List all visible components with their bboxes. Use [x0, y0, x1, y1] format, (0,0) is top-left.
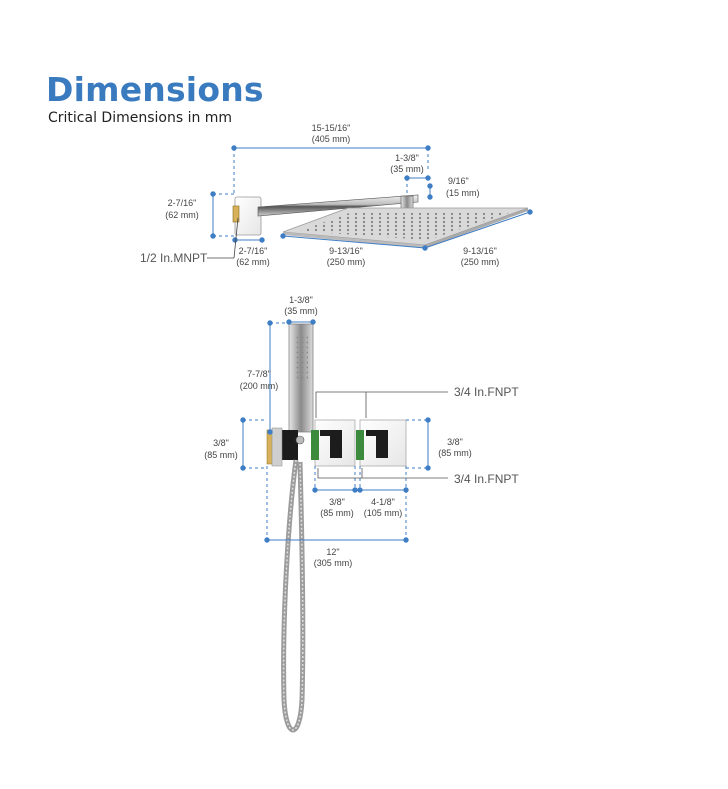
label-flange-height-imperial: 2-7/16" — [168, 198, 197, 208]
label-arm-drop-imperial: 1-3/8" — [395, 153, 419, 163]
label-valve-spacing-metric: (105 mm) — [364, 508, 403, 518]
handheld-shower-drawing — [266, 323, 314, 733]
label-handheld-height-imperial: 7-7/8" — [247, 369, 271, 379]
top-dimension-lines — [210, 145, 533, 251]
label-overall-305-imperial: 12" — [326, 547, 339, 557]
label-handheld-height-metric: (200 mm) — [240, 381, 279, 391]
label-fnpt-top: 3/4 In.FNPT — [454, 385, 519, 399]
label-right-height-metric: (85 mm) — [438, 448, 472, 458]
label-head-right-metric: (250 mm) — [461, 257, 500, 267]
label-left-height-imperial: 3/8" — [213, 438, 229, 448]
label-left-height-metric: (85 mm) — [204, 450, 238, 460]
label-valve-width-imperial: 3/8" — [329, 497, 345, 507]
page-subtitle: Critical Dimensions in mm — [48, 110, 233, 126]
label-mnpt: 1/2 In.MNPT — [140, 251, 208, 265]
label-valve-spacing-imperial: 4-1/8" — [371, 497, 395, 507]
label-fnpt-bottom: 3/4 In.FNPT — [454, 472, 519, 486]
label-handheld-width-metric: (35 mm) — [284, 306, 318, 316]
label-overall-width-metric: (405 mm) — [312, 134, 351, 144]
label-flange-width-metric: (62 mm) — [236, 257, 270, 267]
label-handheld-width-imperial: 1-3/8" — [289, 295, 313, 305]
label-flange-height-metric: (62 mm) — [165, 210, 199, 220]
fnpt-leaders — [315, 391, 448, 479]
label-head-left-imperial: 9-13/16" — [329, 246, 363, 256]
label-overall-305-metric: (305 mm) — [314, 558, 353, 568]
label-right-height-imperial: 3/8" — [447, 437, 463, 447]
bottom-dimension-lines — [240, 319, 431, 543]
label-valve-width-metric: (85 mm) — [320, 508, 354, 518]
label-head-left-metric: (250 mm) — [327, 257, 366, 267]
label-head-thickness-imperial: 9/16" — [448, 176, 469, 186]
label-overall-width-imperial: 15-15/16" — [312, 123, 351, 133]
label-head-thickness-metric: (15 mm) — [446, 188, 480, 198]
label-head-right-imperial: 9-13/16" — [463, 246, 497, 256]
label-flange-width-imperial: 2-7/16" — [239, 246, 268, 256]
page-title: Dimensions — [46, 70, 264, 109]
valve-trim-drawing — [311, 419, 407, 467]
label-arm-drop-metric: (35 mm) — [390, 164, 424, 174]
rain-shower-drawing — [232, 194, 529, 248]
